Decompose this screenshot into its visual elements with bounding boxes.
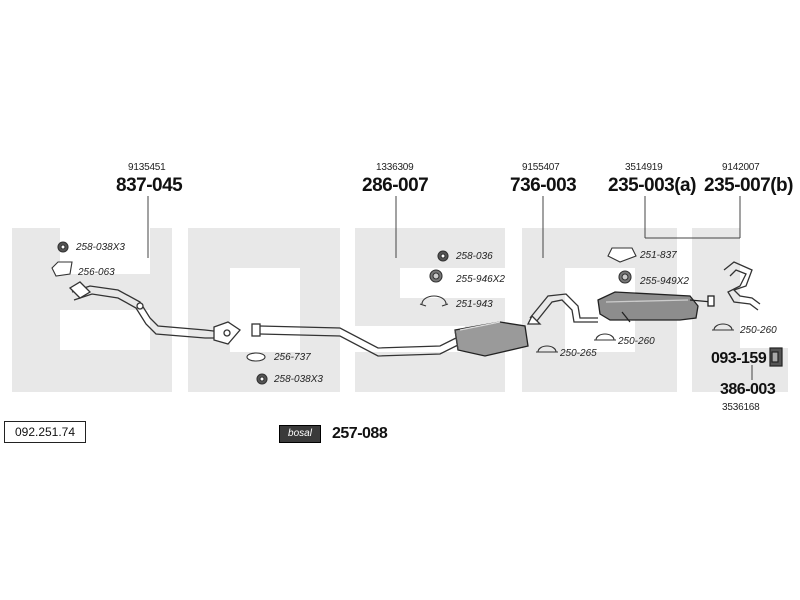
- fitting-label: 258-038X3: [76, 242, 125, 253]
- clamp-icon: [595, 333, 615, 341]
- part-ref: 9135451: [128, 162, 166, 173]
- part-ref: 9155407: [522, 162, 560, 173]
- catalog-number: 092.251.74: [4, 421, 86, 443]
- hanger-block: [769, 347, 783, 367]
- flange-joint: [213, 321, 241, 345]
- fitting-label: 250-260: [740, 325, 777, 336]
- part-ref: 9142007: [722, 162, 760, 173]
- gasket-icon: [51, 261, 73, 277]
- clamp-icon: [713, 323, 733, 331]
- tailpipe-ref: 3536168: [722, 402, 760, 413]
- intermediate-pipe: [251, 323, 461, 357]
- part-code: 235-007(b): [704, 175, 794, 196]
- part-code: 235-003(a): [608, 175, 696, 196]
- part-ref: 1336309: [376, 162, 414, 173]
- clamp-icon: [537, 345, 557, 353]
- part-ref: 3514919: [625, 162, 663, 173]
- part-code: 736-003: [510, 175, 577, 196]
- fitting-label: 256-737: [274, 352, 311, 363]
- tail-pipe: [723, 261, 761, 311]
- fitting-label: 255-946X2: [456, 274, 505, 285]
- middle-silencer: [454, 321, 529, 357]
- kit-code: 257-088: [332, 425, 388, 442]
- fitting-label: 250-260: [618, 336, 655, 347]
- bosal-badge-logo: bosal: [279, 425, 321, 443]
- front-pipe: [68, 281, 223, 339]
- gasket-icon: [607, 247, 637, 263]
- hanger-code: 093-159: [711, 350, 767, 367]
- tailpipe-code: 386-003: [720, 381, 776, 398]
- part-code: 286-007: [362, 175, 429, 196]
- fitting-label: 250-265: [560, 348, 597, 359]
- clamp-icon: [421, 295, 447, 305]
- fitting-label: 258-036: [456, 251, 493, 262]
- fitting-label: 256-063: [78, 267, 115, 278]
- fitting-label: 255-949X2: [640, 276, 689, 287]
- fitting-label: 251-837: [640, 250, 677, 261]
- part-code: 837-045: [116, 175, 183, 196]
- rear-silencer: [597, 291, 715, 323]
- fitting-label: 251-943: [456, 299, 493, 310]
- gasket-ring-icon: [246, 352, 266, 362]
- rear-pipe: [526, 293, 598, 325]
- fitting-label: 258-038X3: [274, 374, 323, 385]
